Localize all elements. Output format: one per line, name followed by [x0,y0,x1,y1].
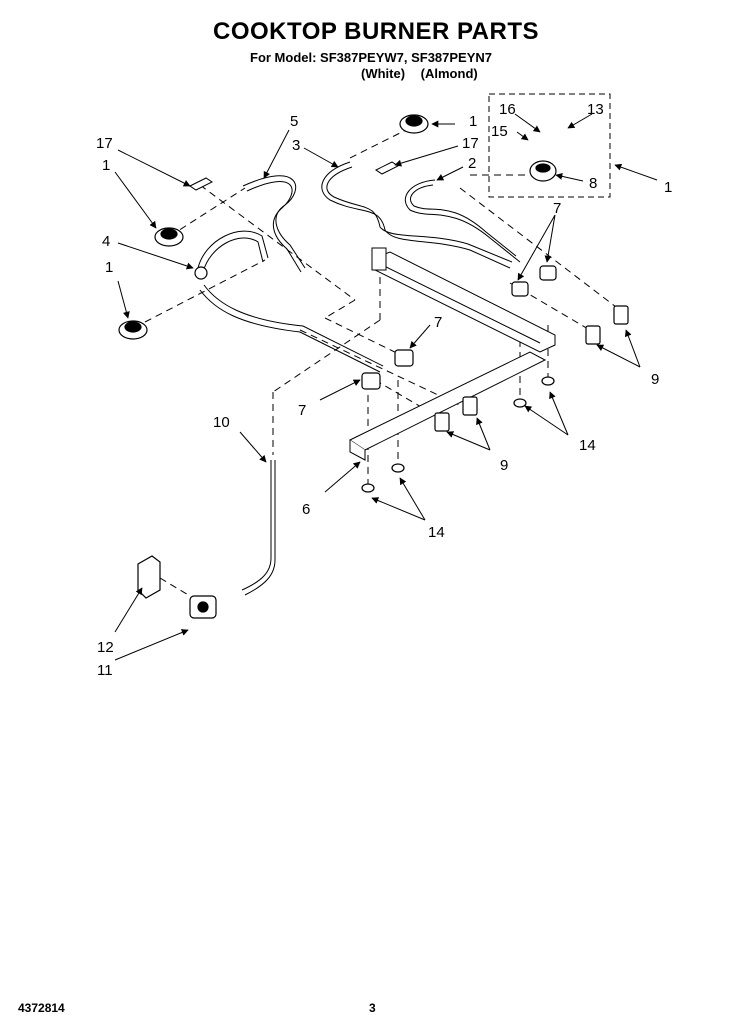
callout-3: 3 [292,137,300,154]
regulator-assembly [137,555,217,619]
variant-white: (White) [361,66,406,81]
callout-12: 12 [97,639,114,656]
callout-4: 4 [102,233,110,250]
orifice-holders [434,305,629,432]
clips [189,161,399,191]
callout-17b: 17 [462,135,479,152]
color-variants: (White) (Almond) [361,66,490,81]
callout-9b: 9 [500,457,508,474]
callout-15: 15 [491,123,508,140]
callout-13: 13 [587,101,604,118]
callout-14a: 14 [579,437,596,454]
callout-1c: 1 [469,113,477,130]
detail-box [488,93,611,198]
callout-7b: 7 [434,314,442,331]
model-line: For Model: SF387PEYW7, SF387PEYN7 [250,50,493,65]
callout-1a: 1 [102,157,110,174]
assembly-guide-lines [144,127,621,597]
callout-8: 8 [589,175,597,192]
callout-labels: 17 1 4 1 5 3 1 17 2 16 15 13 8 1 7 7 7 9… [96,101,672,679]
valves [361,265,557,390]
callout-17a: 17 [96,135,113,152]
gas-tubing [197,161,521,596]
callout-7c: 7 [298,402,306,419]
screws [361,376,555,493]
manifold [374,251,556,353]
page-title: COOKTOP BURNER PARTS [212,18,540,45]
callout-6: 6 [302,501,310,518]
callout-5: 5 [290,113,298,130]
callout-11: 11 [97,662,113,679]
callout-10: 10 [213,414,230,431]
manifold-inlet [371,247,387,271]
page-number: 3 [369,1001,376,1015]
document-number: 4372814 [18,1001,65,1015]
callout-1d: 1 [664,179,672,196]
callout-7a: 7 [553,200,561,217]
callout-9a: 9 [651,371,659,388]
leader-arrows [114,113,658,661]
burner-parts [118,114,557,340]
variant-almond: (Almond) [420,66,478,81]
callout-1b: 1 [105,259,113,276]
connector-4 [194,266,208,280]
callout-14b: 14 [428,524,445,541]
callout-2: 2 [468,155,476,172]
bracket [348,351,547,461]
callout-16: 16 [499,101,516,118]
